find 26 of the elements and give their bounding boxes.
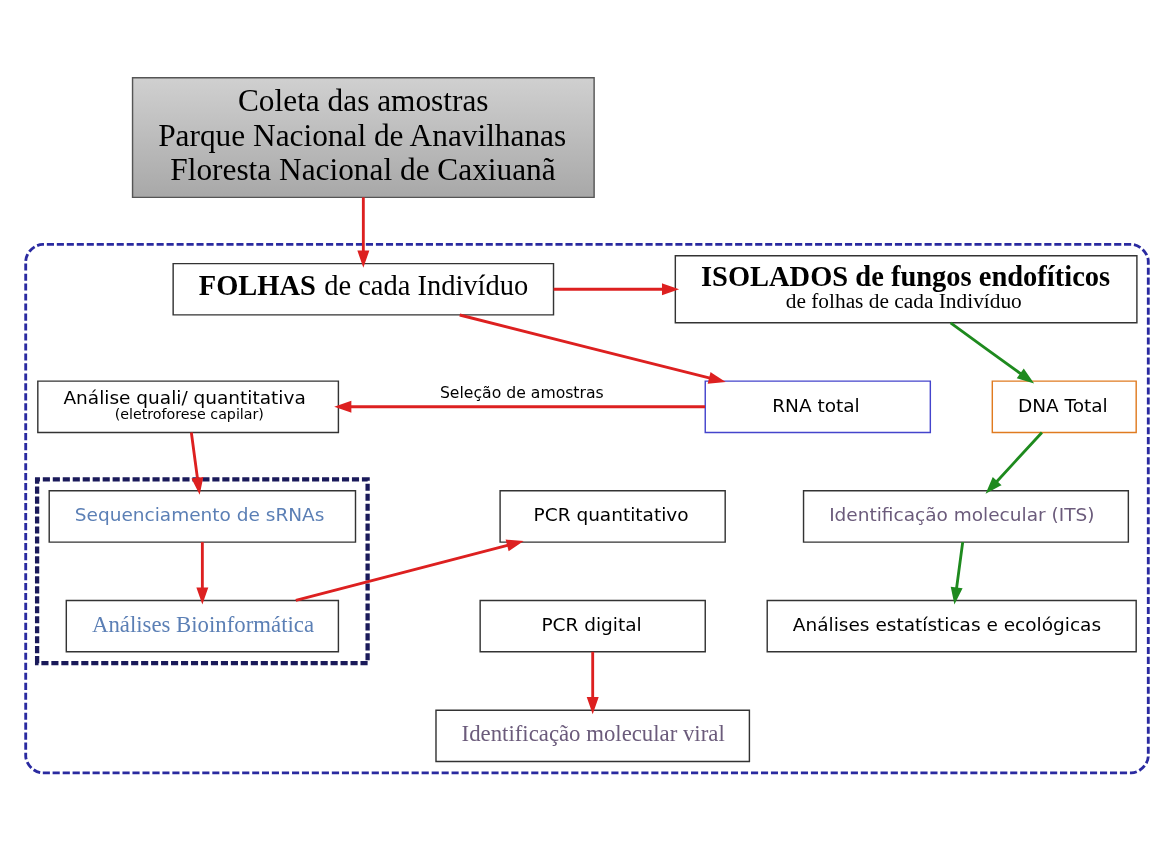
arrow (357, 197, 370, 268)
node-box: DNA Total (991, 380, 1137, 434)
node-box: Coleta das amostras Parque Nacional de Anavilhanas Floresta Nacional de Caxiuanã (131, 77, 595, 199)
arrow (985, 431, 1043, 494)
node-box: Análises estatísticas e ecológicas (766, 599, 1137, 653)
node-box: Análise quali/ quantitativa (eletroforese capilar) (37, 380, 340, 434)
node-box: Análises Bioinformática (65, 599, 340, 653)
node-box: Identificação molecular (ITS) (802, 490, 1130, 543)
arrow (295, 539, 524, 602)
arrow (189, 432, 204, 495)
node-box: PCR digital (479, 599, 706, 653)
arrow (459, 313, 726, 384)
edge-label: Seleção de amostras (439, 382, 604, 402)
node-box: Sequenciamento de sRNAs (48, 490, 357, 543)
cluster (24, 242, 1150, 775)
node-box: PCR quantitativo (499, 490, 726, 543)
arrow (553, 283, 680, 296)
arrow (334, 400, 706, 413)
node-box: FOLHAS de cada Indivíduo (172, 262, 555, 316)
arrow (949, 321, 1035, 384)
node-box: ISOLADOS de fungos endofíticos de folhas de cada Indivíduo (674, 255, 1138, 324)
node-box: RNA total (704, 380, 932, 434)
arrow (196, 542, 209, 605)
arrow (950, 541, 965, 605)
arrow (586, 651, 599, 715)
node-box: Identificação molecular viral (435, 709, 751, 763)
